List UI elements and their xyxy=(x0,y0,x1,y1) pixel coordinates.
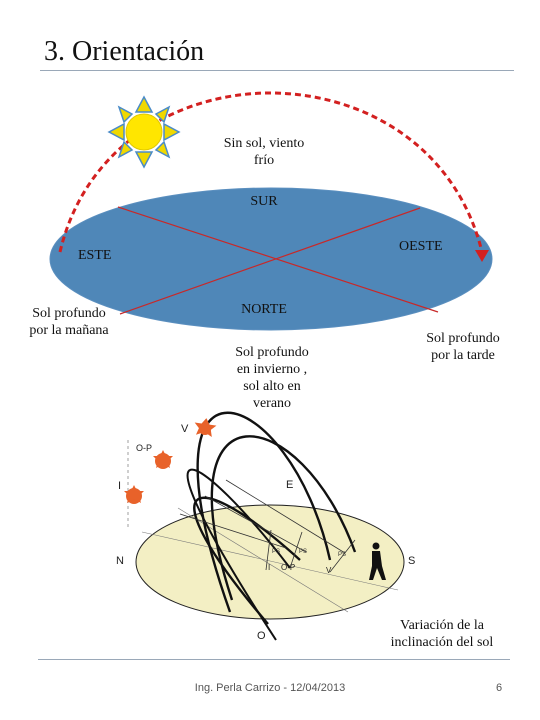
tick-i xyxy=(265,529,272,571)
red-star-winter-icon xyxy=(124,485,144,504)
label-op-ground: O-P xyxy=(281,563,296,572)
red-star-summer-icon xyxy=(194,418,217,438)
ray-2 xyxy=(204,495,307,553)
tick-op xyxy=(289,531,303,569)
label-ps-1: PS xyxy=(272,549,281,555)
arc-summer xyxy=(210,435,357,601)
arc-outer xyxy=(186,468,291,641)
arc-arrowhead xyxy=(475,250,489,262)
person-icon xyxy=(369,542,386,580)
north-caption: Sol profundo en invierno , sol alto en v… xyxy=(235,345,309,411)
title-divider xyxy=(40,70,514,71)
inclination-caption: Variación de la inclinación del sol xyxy=(390,618,494,650)
label-o: O xyxy=(257,630,266,642)
tick-v xyxy=(329,539,356,573)
sun-icon xyxy=(107,95,181,169)
label-west: OESTE xyxy=(399,239,443,254)
footer-divider xyxy=(38,659,510,660)
label-op: O-P xyxy=(136,443,153,453)
footer-text: Ing. Perla Carrizo - 12/04/2013 xyxy=(194,682,346,694)
sun-path-arc xyxy=(58,91,484,253)
label-ps-2: PS xyxy=(299,549,308,555)
east-caption: Sol profundo por la mañana xyxy=(29,306,109,338)
label-south: SUR xyxy=(250,194,278,209)
label-s: S xyxy=(408,555,416,567)
orientation-ellipse xyxy=(49,187,493,331)
label-n: N xyxy=(116,555,124,567)
slide-title: 3. Orientación xyxy=(44,36,205,67)
ray-1 xyxy=(179,513,287,549)
label-v-ground: V xyxy=(326,566,332,575)
label-i: I xyxy=(118,480,122,492)
label-e: E xyxy=(286,479,294,491)
label-north: NORTE xyxy=(241,302,287,317)
label-ps-3: PS xyxy=(338,552,347,558)
arc-equinox xyxy=(196,411,332,613)
label-east: ESTE xyxy=(78,248,112,263)
sun-caption: Sin sol, viento frío xyxy=(223,136,305,168)
west-caption: Sol profundo por la tarde xyxy=(426,331,500,363)
diagonal-line-2 xyxy=(119,207,421,315)
label-v: V xyxy=(181,423,189,435)
diagonal-line-1 xyxy=(117,206,439,313)
inclination-axis-1 xyxy=(141,531,399,591)
page-number: 6 xyxy=(496,682,503,694)
inclination-ellipse xyxy=(135,504,405,620)
ray-3 xyxy=(225,479,346,554)
label-i-ground: I xyxy=(268,563,271,572)
red-star-equinox-icon xyxy=(153,450,173,469)
